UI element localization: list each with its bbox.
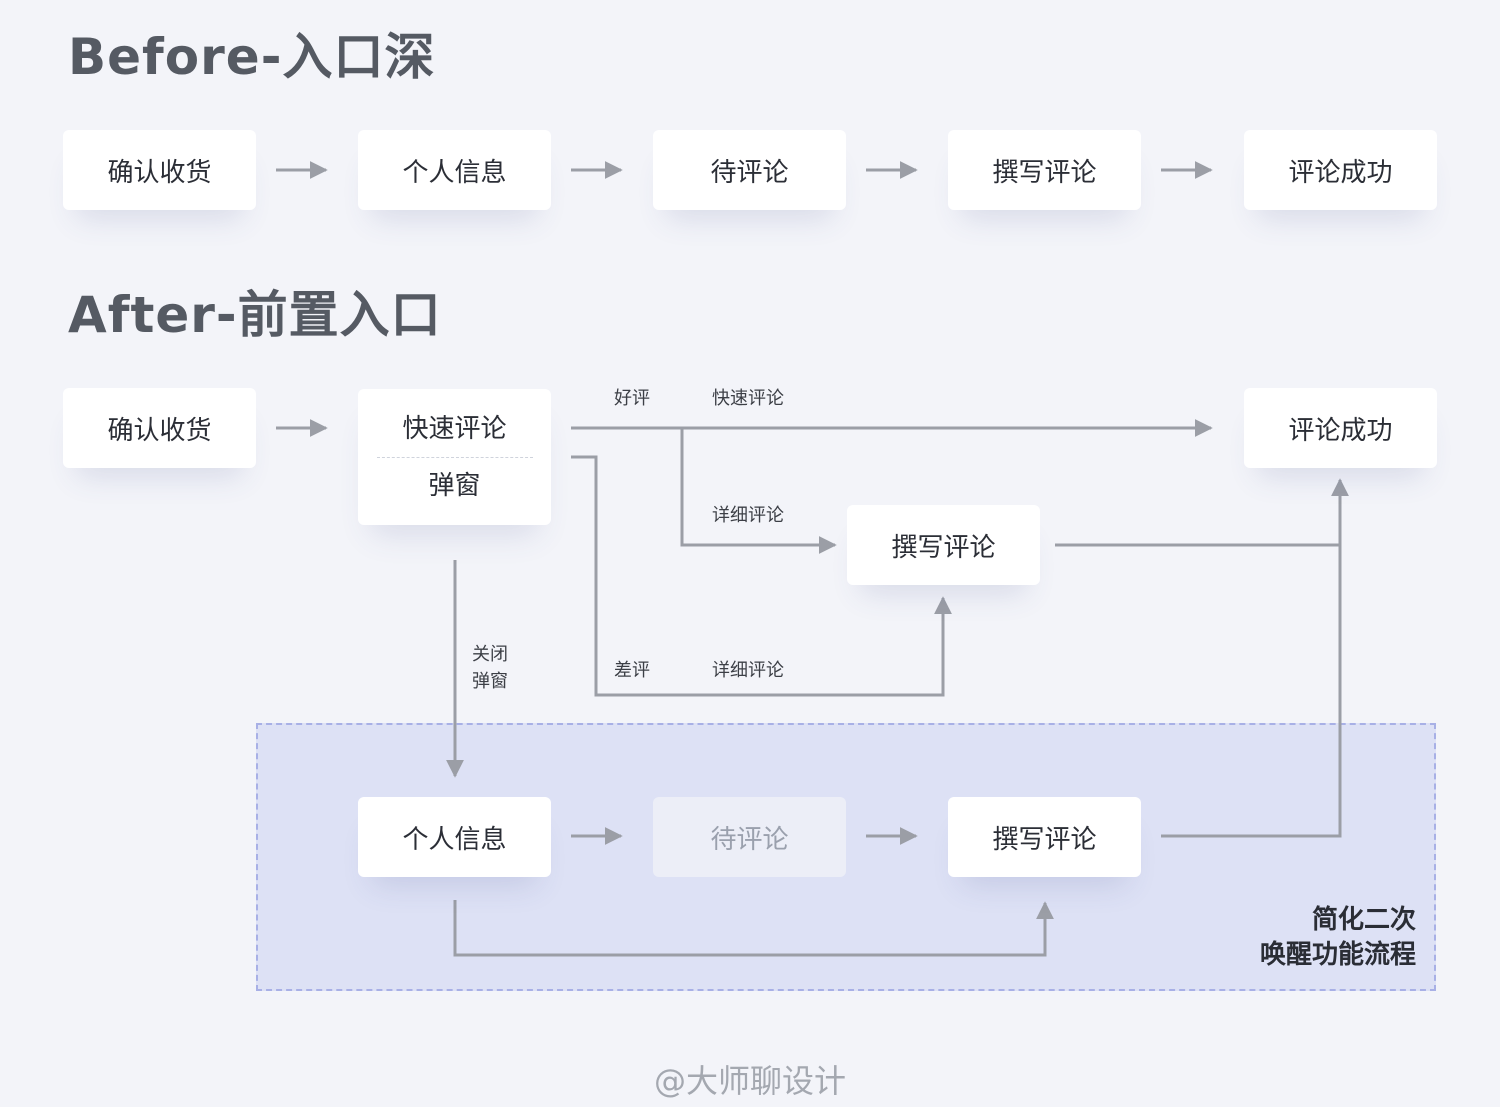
popup-divider (376, 457, 533, 458)
label-detail-review-2: 详细评论 (712, 660, 784, 681)
label-close: 关闭 (472, 644, 508, 665)
after-step-review-success: 评论成功 (1244, 388, 1437, 468)
label-good-review: 好评 (614, 388, 650, 409)
after-step-quick-review-popup: 快速评论 弹窗 (358, 389, 551, 525)
zone-label-line2: 唤醒功能流程 (1259, 940, 1416, 970)
after-arrow-bad-write (571, 455, 952, 697)
after-arrow-detail-write (680, 428, 837, 554)
zone-step-pending-review: 待评论 (653, 797, 846, 877)
zone-label-line1: 简化二次 (1311, 905, 1416, 935)
popup-label: 弹窗 (428, 471, 481, 501)
label-quick-review: 快速评论 (712, 388, 784, 409)
after-step-confirm-receipt: 确认收货 (63, 388, 256, 468)
watermark: @大师聊设计 (653, 1062, 846, 1100)
quick-review-label: 快速评论 (402, 414, 507, 444)
after-arrow-to-success (1161, 478, 1349, 838)
before-step-confirm-receipt: 确认收货 (63, 130, 256, 210)
label-bad-review: 差评 (614, 660, 650, 681)
label-close-popup: 弹窗 (472, 671, 508, 692)
before-step-personal-info: 个人信息 (358, 130, 551, 210)
zone-arrow-bypass (453, 900, 1054, 957)
after-title: After-前置入口 (68, 286, 442, 344)
before-step-pending-review: 待评论 (653, 130, 846, 210)
zone-step-personal-info: 个人信息 (358, 797, 551, 877)
after-step-write-review: 撰写评论 (847, 505, 1040, 585)
before-title: Before-入口深 (68, 28, 436, 86)
before-step-write-review: 撰写评论 (948, 130, 1141, 210)
label-detail-review-1: 详细评论 (712, 505, 784, 526)
before-step-review-success: 评论成功 (1244, 130, 1437, 210)
zone-step-write-review: 撰写评论 (948, 797, 1141, 877)
simplified-flow-zone-label: 简化二次 唤醒功能流程 (1260, 903, 1416, 973)
